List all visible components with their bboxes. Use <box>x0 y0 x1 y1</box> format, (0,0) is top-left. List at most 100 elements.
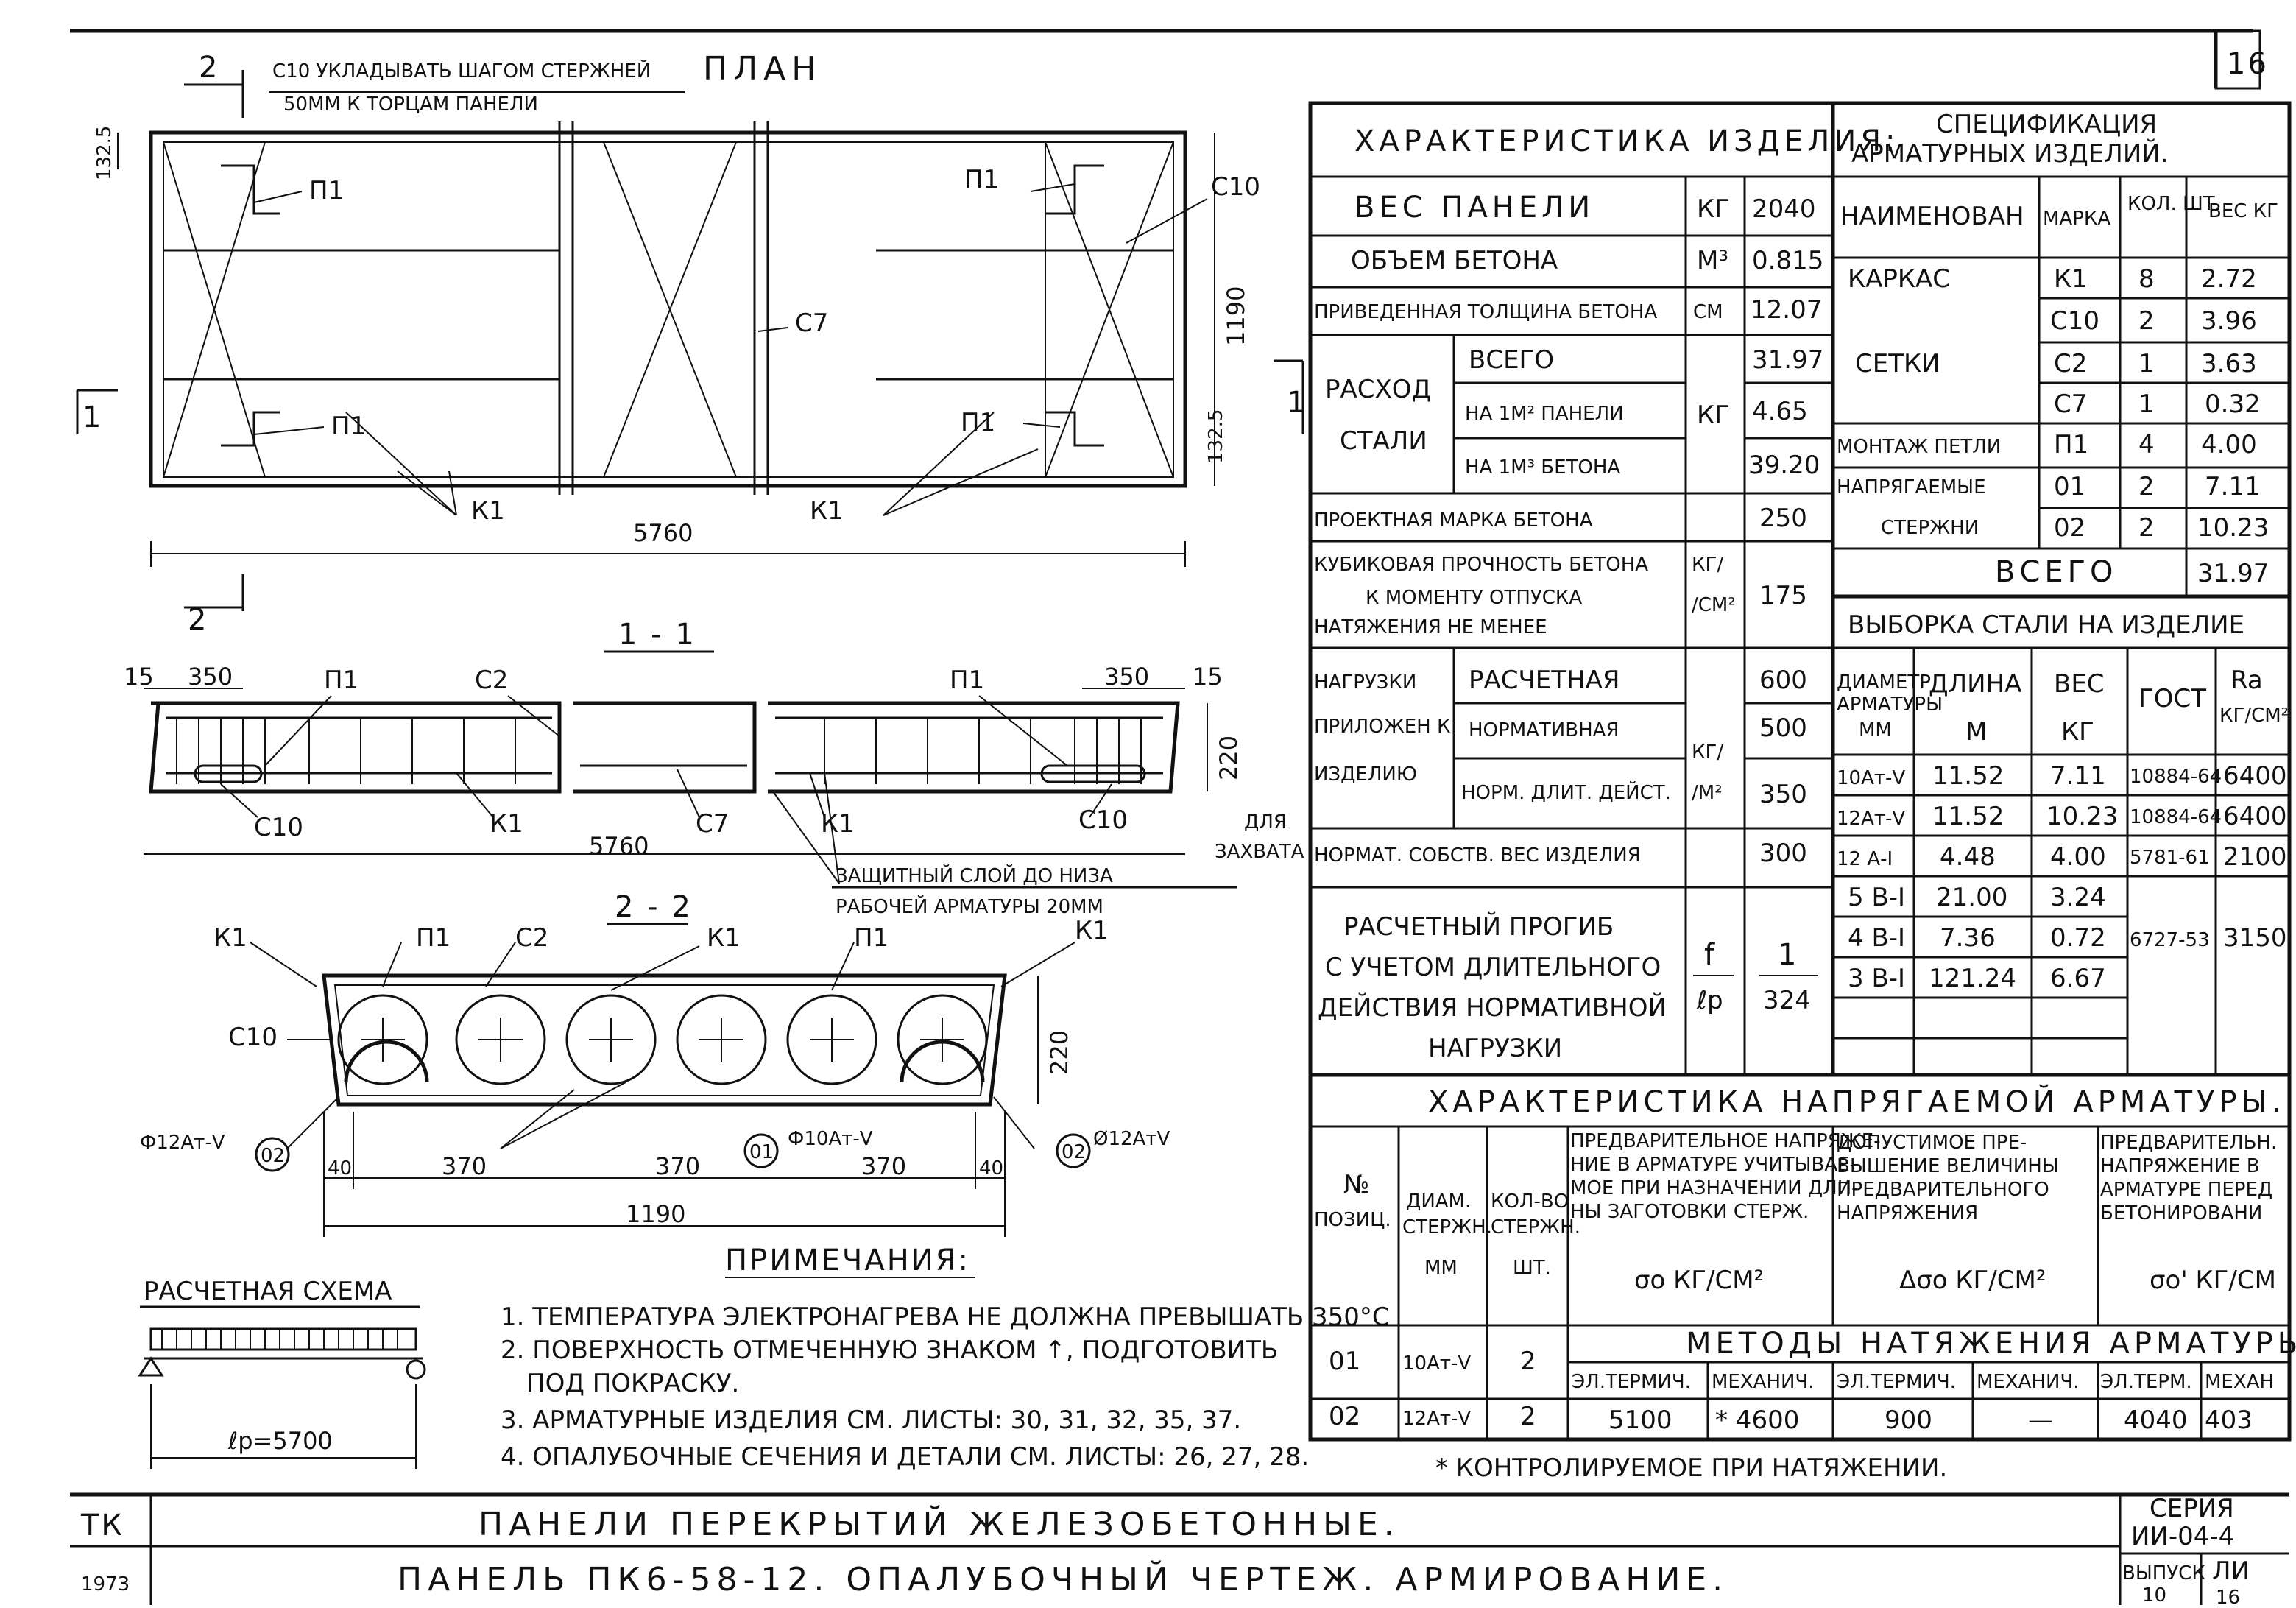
plan-title: ПЛАН <box>703 50 822 88</box>
s11-label-c10b: С10 <box>1078 805 1128 835</box>
pre-m4: МЕХАНИЧ. <box>1977 1371 2080 1393</box>
calc-scheme-span: ℓр=5700 <box>227 1427 333 1455</box>
s11-label-k1b: К1 <box>821 809 855 839</box>
s22-k1c: К1 <box>1075 916 1109 945</box>
pre-h-pre4: НЫ ЗАГОТОВКИ СТЕРЖ. <box>1570 1201 1809 1223</box>
s22-bar-right: Ø12АтV <box>1093 1128 1170 1150</box>
pre-m3: ЭЛ.ТЕРМИЧ. <box>1837 1371 1956 1393</box>
s22-p1a: П1 <box>416 923 451 953</box>
char-title: ХАРАКТЕРИСТИКА ИЗДЕЛИЯ: <box>1354 124 1900 158</box>
s22-mark-02b: 02 <box>1062 1141 1086 1163</box>
spec-mark: С10 <box>2050 306 2099 336</box>
spec-title-2: АРМАТУРНЫХ ИЗДЕЛИЙ. <box>1851 138 2169 169</box>
char-steel-m2: 4.65 <box>1752 397 1808 426</box>
steel-selection-table <box>1831 594 2292 1077</box>
plan-label-k1-b: К1 <box>810 496 844 526</box>
pre-m2: МЕХАНИЧ. <box>1712 1371 1815 1393</box>
char-loads-1: НАГРУЗКИ <box>1314 671 1416 694</box>
spec-title-1: СПЕЦИФИКАЦИЯ <box>1936 110 2157 139</box>
plan-dim-132b: 132.5 <box>1205 409 1227 464</box>
plan-view <box>76 70 1304 611</box>
s11-dim-220: 220 <box>1215 736 1243 780</box>
spec-total-value: 31.97 <box>2197 559 2269 588</box>
spec-weight: 2.72 <box>2201 264 2257 294</box>
pre-h-diam2: СТЕРЖН. <box>1402 1216 1492 1238</box>
char-defl-f: f <box>1704 938 1717 972</box>
s11-label-c10a: С10 <box>254 813 303 842</box>
char-load-long: 350 <box>1759 780 1807 809</box>
note-2b: ПОД ПОКРАСКУ. <box>526 1369 739 1398</box>
s11-label-p1b: П1 <box>950 666 984 695</box>
tb-issue-value: 10 <box>2142 1584 2166 1605</box>
s11-dim-350a: 350 <box>188 663 233 691</box>
s11-label-p1a: П1 <box>324 666 358 695</box>
spec-weight: 3.96 <box>2201 306 2257 336</box>
cut-1-right: 1 <box>1287 386 1307 420</box>
spec-mark: С2 <box>2054 349 2087 378</box>
spec-total-label: ВСЕГО <box>1995 555 2118 589</box>
calc-scheme-title: РАСЧЕТНАЯ СХЕМА <box>144 1277 392 1306</box>
char-defl-3: ДЕЙСТВИЯ НОРМАТИВНОЙ <box>1318 992 1667 1023</box>
char-thick-unit: СМ <box>1693 301 1723 323</box>
plan-label-c10: С10 <box>1211 172 1260 202</box>
s22-dim-220: 220 <box>1045 1030 1073 1075</box>
pre-v2: * 4600 <box>1715 1406 1799 1435</box>
sel-wt: 6.67 <box>2050 964 2106 993</box>
char-load-norm: 500 <box>1759 713 1807 743</box>
plan-dim-1190: 1190 <box>1222 286 1250 346</box>
section-2-2-view <box>250 923 1091 1237</box>
pre-h-qty2: СТЕРЖН. <box>1491 1216 1580 1238</box>
tb-tk: ТК <box>80 1509 124 1542</box>
pre-h-add4: НАПРЯЖЕНИЯ <box>1837 1202 1978 1224</box>
pre-h-qty1: КОЛ-ВО <box>1491 1191 1569 1213</box>
char-steel-m3: 39.20 <box>1748 451 1820 480</box>
pre-pos: 01 <box>1329 1347 1360 1376</box>
pre-v5: 4040 <box>2124 1406 2188 1435</box>
sel-d: 12Ат-V <box>1837 808 1905 830</box>
spec-qty: 8 <box>2138 264 2155 294</box>
char-cube-value: 175 <box>1759 581 1807 610</box>
pre-h-con5: σо' КГ/СМ <box>2150 1266 2276 1295</box>
sel-gost: 5781-61 <box>2130 847 2210 869</box>
char-grade-label: ПРОЕКТНАЯ МАРКА БЕТОНА <box>1314 509 1593 532</box>
sel-h-diam2: АРМАТУРЫ <box>1837 694 1943 716</box>
char-steel-total: 31.97 <box>1752 345 1823 375</box>
spec-mark: 02 <box>2054 513 2085 543</box>
pre-h-add2: ВЫШЕНИЕ ВЕЛИЧИНЫ <box>1837 1155 2059 1177</box>
pre-h-pre2: НИЕ В АРМАТУРЕ УЧИТЫВАЕ- <box>1570 1154 1857 1176</box>
char-vol-value: 0.815 <box>1752 246 1823 275</box>
sel-wt: 10.23 <box>2046 802 2118 831</box>
pre-diam: 10Ат-V <box>1402 1353 1471 1375</box>
sel-ra: 3150 <box>2223 923 2287 953</box>
pre-h-con2: НАПРЯЖЕНИЕ В <box>2100 1155 2260 1177</box>
pre-h-pre1: ПРЕДВАРИТЕЛЬНОЕ НАПРЯЖЕ- <box>1570 1130 1881 1152</box>
pre-h-diam1: ДИАМ. <box>1406 1191 1471 1213</box>
s22-bar-left: Ф12Ат-V <box>140 1132 225 1154</box>
s22-bar-mid: Ф10Ат-V <box>788 1128 873 1150</box>
spec-qty: 2 <box>2138 306 2155 336</box>
char-steel-label-1: РАСХОД <box>1325 375 1431 404</box>
s22-dim-370c: 370 <box>861 1152 906 1180</box>
char-grade-value: 250 <box>1759 504 1807 533</box>
sel-wt: 7.11 <box>2050 761 2106 791</box>
note-3: 3. АРМАТУРНЫЕ ИЗДЕЛИЯ СМ. ЛИСТЫ: 30, 31,… <box>501 1406 1241 1435</box>
pre-m1: ЭЛ.ТЕРМИЧ. <box>1572 1371 1691 1393</box>
char-cube-2: К МОМЕНТУ ОТПУСКА <box>1366 587 1582 609</box>
sel-gost: 10884-64 <box>2130 806 2222 828</box>
spec-name-petli: МОНТАЖ ПЕТЛИ <box>1837 436 2001 458</box>
plan-note-1: С10 УКЛАДЫВАТЬ ШАГОМ СТЕРЖНЕЙ <box>272 59 651 82</box>
spec-name-setki: СЕТКИ <box>1855 349 1940 378</box>
s22-c10: С10 <box>228 1023 278 1052</box>
sel-len: 21.00 <box>1936 883 2007 912</box>
plan-label-p1-d: П1 <box>961 408 995 437</box>
sel-h-diam: ДИАМЕТР <box>1837 671 1931 694</box>
s11-label-c2: С2 <box>475 666 508 695</box>
sel-h-ra: Ra <box>2230 666 2263 695</box>
char-cube-unit1: КГ/ <box>1692 554 1723 576</box>
char-defl-2: С УЧЕТОМ ДЛИТЕЛЬНОГО <box>1325 953 1661 982</box>
sel-h-ra2: КГ/СМ² <box>2219 705 2289 727</box>
cut-1-left: 1 <box>82 401 103 434</box>
section-1-1-view <box>144 650 1237 889</box>
spec-h-name: НАИМЕНОВАН <box>1840 202 2024 231</box>
pre-qty: 2 <box>1520 1347 1536 1376</box>
